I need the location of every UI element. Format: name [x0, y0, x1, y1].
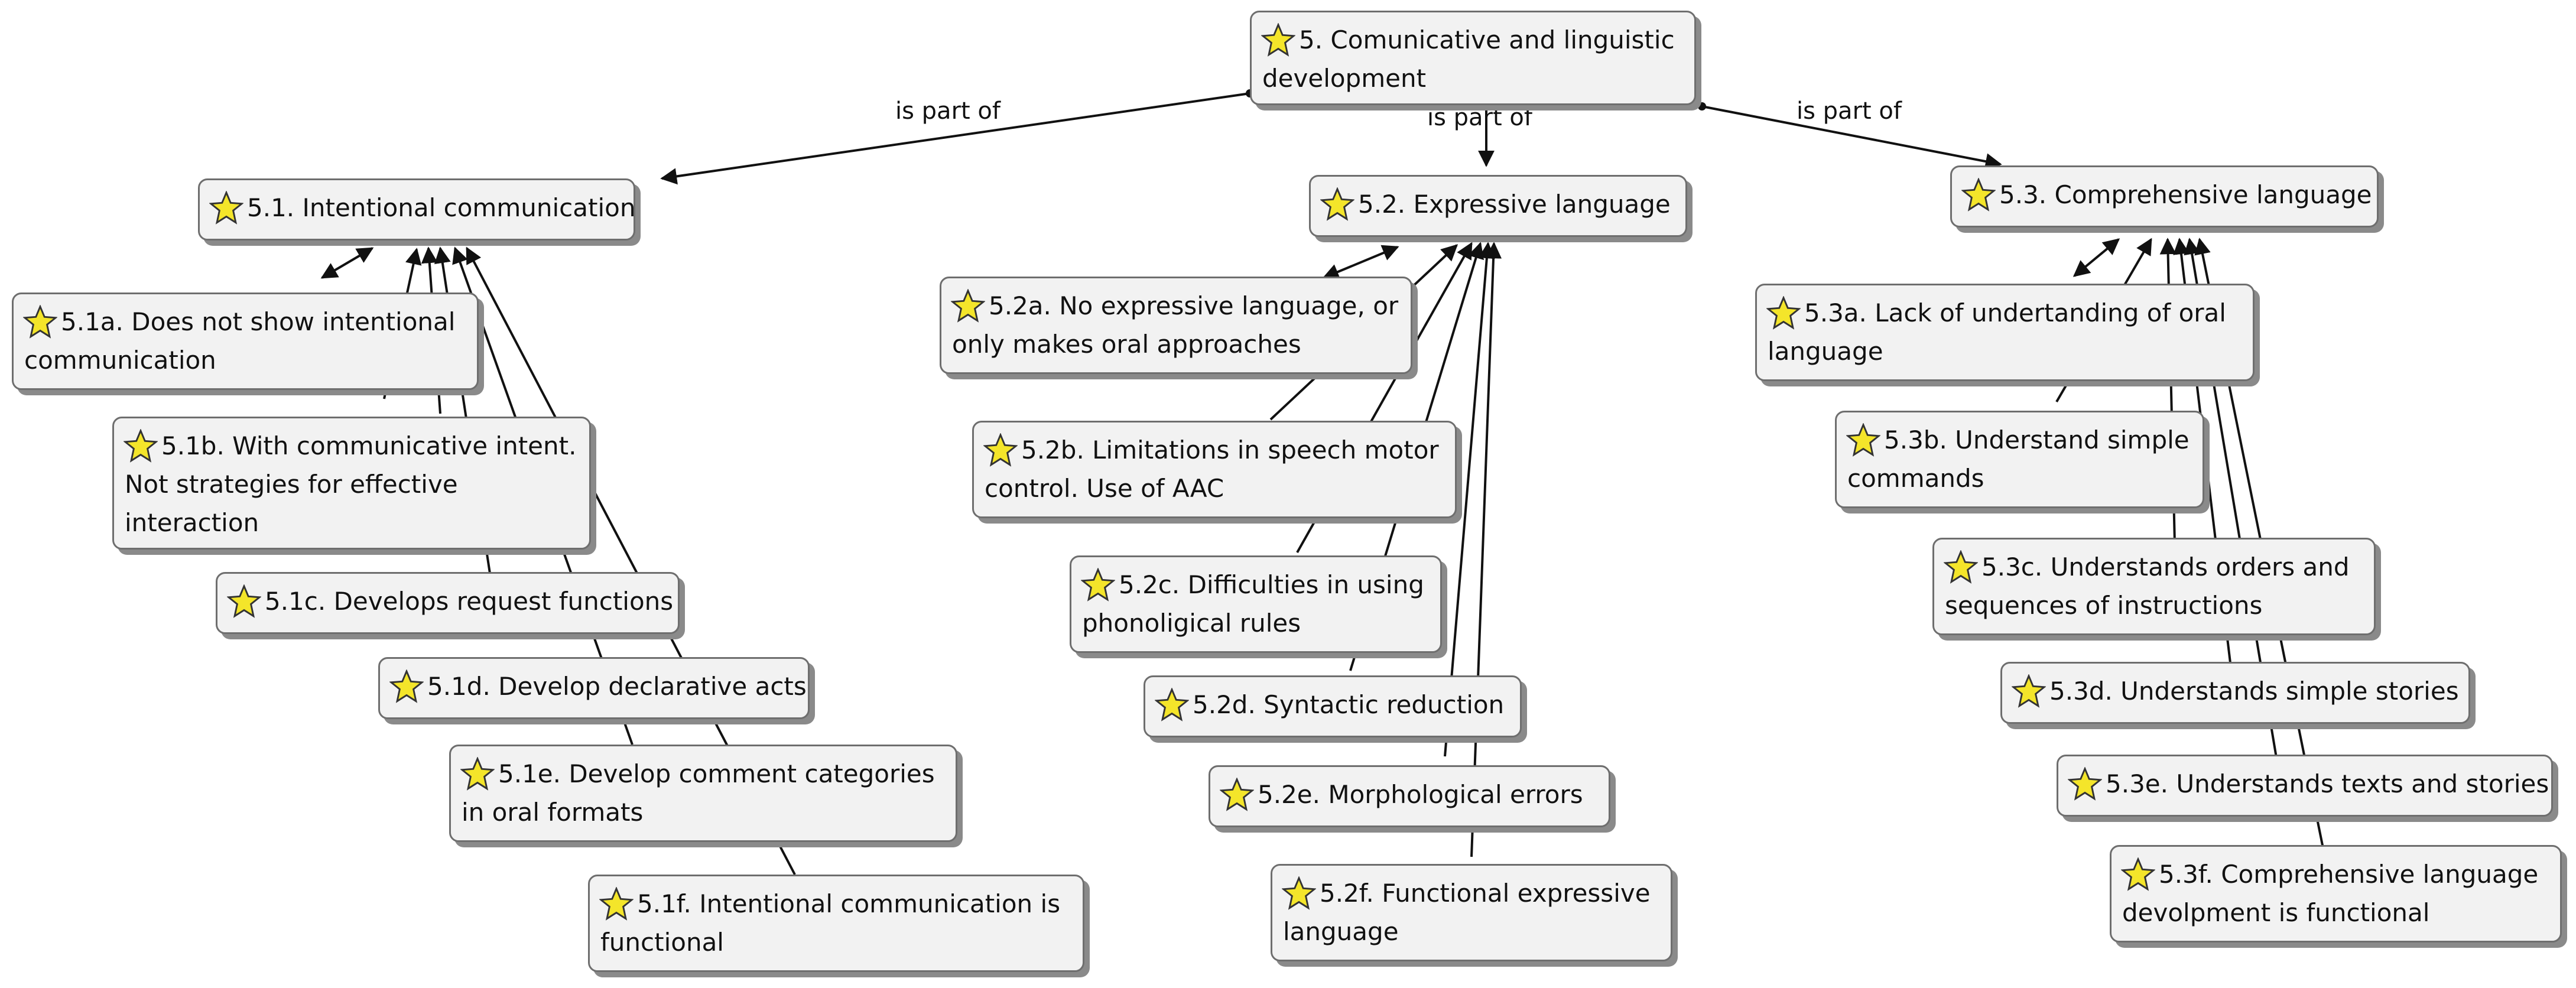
concept-star-icon [1282, 876, 1316, 910]
concept-node-5-1[interactable]: 5.1. Intentional communication [198, 178, 635, 240]
concept-star-icon [1766, 296, 1801, 330]
concept-star-icon [1155, 688, 1189, 722]
link-5-2e-to-5-2 [1444, 242, 1495, 757]
link-5-3a-to-5-3 [2073, 238, 2120, 277]
node-text-line: 5.1. Intentional communication [247, 193, 636, 222]
node-text-line: 5.3b. Understand simple [1884, 425, 2190, 454]
concept-star-icon [227, 584, 261, 618]
concept-star-icon [951, 289, 985, 323]
concept-node-5-3e[interactable]: 5.3e. Understands texts and stories [2057, 755, 2553, 817]
node-text-line: 5.3c. Understands orders and [1981, 552, 2350, 581]
link-5-2f-to-5-2 [1470, 242, 1502, 857]
node-text-line: 5.3f. Comprehensive language [2159, 860, 2539, 889]
link-label-5-1: is part of [895, 98, 1000, 125]
node-text-line: functional [600, 928, 724, 957]
concept-star-icon [124, 429, 158, 463]
concept-node-5-3f[interactable]: 5.3f. Comprehensive language devolpment … [2110, 845, 2562, 942]
node-text-line: interaction [125, 508, 259, 538]
concept-node-5-1f[interactable]: 5.1f. Intentional communication is funct… [588, 875, 1084, 972]
concept-node-5-3c[interactable]: 5.3c. Understands orders and sequences o… [1932, 538, 2376, 635]
concept-node-5-2a[interactable]: 5.2a. No expressive language, or only ma… [940, 277, 1412, 374]
concept-node-5-2b[interactable]: 5.2b. Limitations in speech motor contro… [972, 421, 1457, 518]
concept-star-icon [1320, 187, 1354, 221]
node-text-line: only makes oral approaches [952, 330, 1301, 359]
node-text-line: 5.2e. Morphological errors [1258, 780, 1583, 809]
concept-star-icon [599, 887, 634, 921]
node-text-line: 5.3e. Understands texts and stories [2106, 769, 2549, 798]
concept-node-5-2e[interactable]: 5.2e. Morphological errors [1209, 765, 1610, 827]
concept-star-icon [1220, 778, 1254, 811]
concept-node-5-3a[interactable]: 5.3a. Lack of undertanding of oral langu… [1755, 284, 2255, 381]
concept-star-icon [1944, 550, 1978, 584]
link-5-1a-to-5-1 [320, 247, 374, 279]
link-label-5-2: is part of [1427, 104, 1532, 131]
node-text-line: 5.2. Expressive language [1358, 190, 1671, 219]
concept-star-icon [460, 757, 495, 791]
node-text-line: 5.1d. Develop declarative acts [427, 672, 807, 701]
concept-star-icon [1081, 568, 1115, 602]
concept-node-5-1a[interactable]: 5.1a. Does not show intentional communic… [12, 292, 479, 390]
node-text-line: language [1283, 917, 1399, 947]
concept-node-5-3d[interactable]: 5.3d. Understands simple stories [2000, 662, 2470, 724]
concept-node-5-2c[interactable]: 5.2c. Difficulties in using phonoligical… [1070, 555, 1442, 653]
link-root-to-5-1 [660, 92, 1250, 185]
concept-node-5-1c[interactable]: 5.1c. Develops request functions [216, 572, 680, 634]
node-text-line: 5.1f. Intentional communication is [637, 889, 1061, 918]
concept-node-5-3[interactable]: 5.3. Comprehensive language [1950, 165, 2379, 228]
node-text-line: 5.3. Comprehensive language [1999, 180, 2372, 209]
node-text-line: 5.2f. Functional expressive [1320, 879, 1651, 908]
concept-star-icon [2068, 767, 2102, 801]
node-text-line: language [1768, 337, 1883, 366]
concept-star-icon [389, 670, 424, 703]
node-text-line: 5.1a. Does not show intentional [61, 307, 456, 336]
concept-node-5-1d[interactable]: 5.1d. Develop declarative acts [378, 657, 810, 719]
node-text-line: sequences of instructions [1945, 591, 2263, 620]
concept-node-5-1e[interactable]: 5.1e. Develop comment categories in oral… [449, 745, 957, 842]
concept-star-icon [2121, 857, 2155, 891]
node-text-line: devolpment is functional [2122, 898, 2430, 928]
node-text-line: phonoligical rules [1082, 609, 1301, 638]
node-text-line: 5.1b. With communicative intent. [161, 431, 577, 460]
node-text-line: 5.1c. Develops request functions [265, 587, 674, 616]
concept-node-5-2f[interactable]: 5.2f. Functional expressive language [1271, 864, 1672, 961]
link-label-5-3: is part of [1797, 98, 1902, 125]
node-text-line: 5.2b. Limitations in speech motor [1021, 436, 1439, 464]
concept-star-icon [23, 305, 57, 339]
node-text-line: 5.3a. Lack of undertanding of oral [1804, 298, 2226, 327]
concept-star-icon [2012, 674, 2046, 708]
concept-node-5[interactable]: 5. Comunicative and linguistic developme… [1250, 11, 1696, 105]
node-text-line: control. Use of AAC [985, 474, 1224, 503]
concept-node-5-3b[interactable]: 5.3b. Understand simple commands [1835, 411, 2204, 508]
concept-star-icon [1261, 23, 1295, 57]
node-text-line: development [1262, 64, 1427, 93]
concept-star-icon [983, 433, 1018, 467]
link-root-to-5-3 [1701, 105, 2002, 170]
node-text-line: 5.2d. Syntactic reduction [1193, 690, 1505, 719]
node-text-line: 5.3d. Understands simple stories [2049, 677, 2459, 706]
node-text-line: communication [24, 346, 216, 375]
concept-star-icon [1846, 423, 1880, 457]
link-5-2a-to-5-2 [1322, 245, 1399, 280]
node-text-line: 5.2c. Difficulties in using [1119, 570, 1424, 599]
concept-node-5-1b[interactable]: 5.1b. With communicative intent. Not str… [112, 417, 591, 550]
node-text-line: 5.2a. No expressive language, or [989, 291, 1399, 320]
concept-node-5-2d[interactable]: 5.2d. Syntactic reduction [1144, 675, 1522, 737]
node-text-line: Not strategies for effective [125, 470, 458, 499]
concept-node-5-2[interactable]: 5.2. Expressive language [1309, 175, 1687, 237]
concept-star-icon [209, 191, 243, 225]
node-text-line: 5. Comunicative and linguistic [1299, 25, 1675, 54]
node-text-line: 5.1e. Develop comment categories [498, 759, 935, 788]
node-text-line: commands [1847, 464, 1984, 493]
concept-star-icon [1961, 178, 1996, 212]
node-text-line: in oral formats [462, 798, 644, 827]
